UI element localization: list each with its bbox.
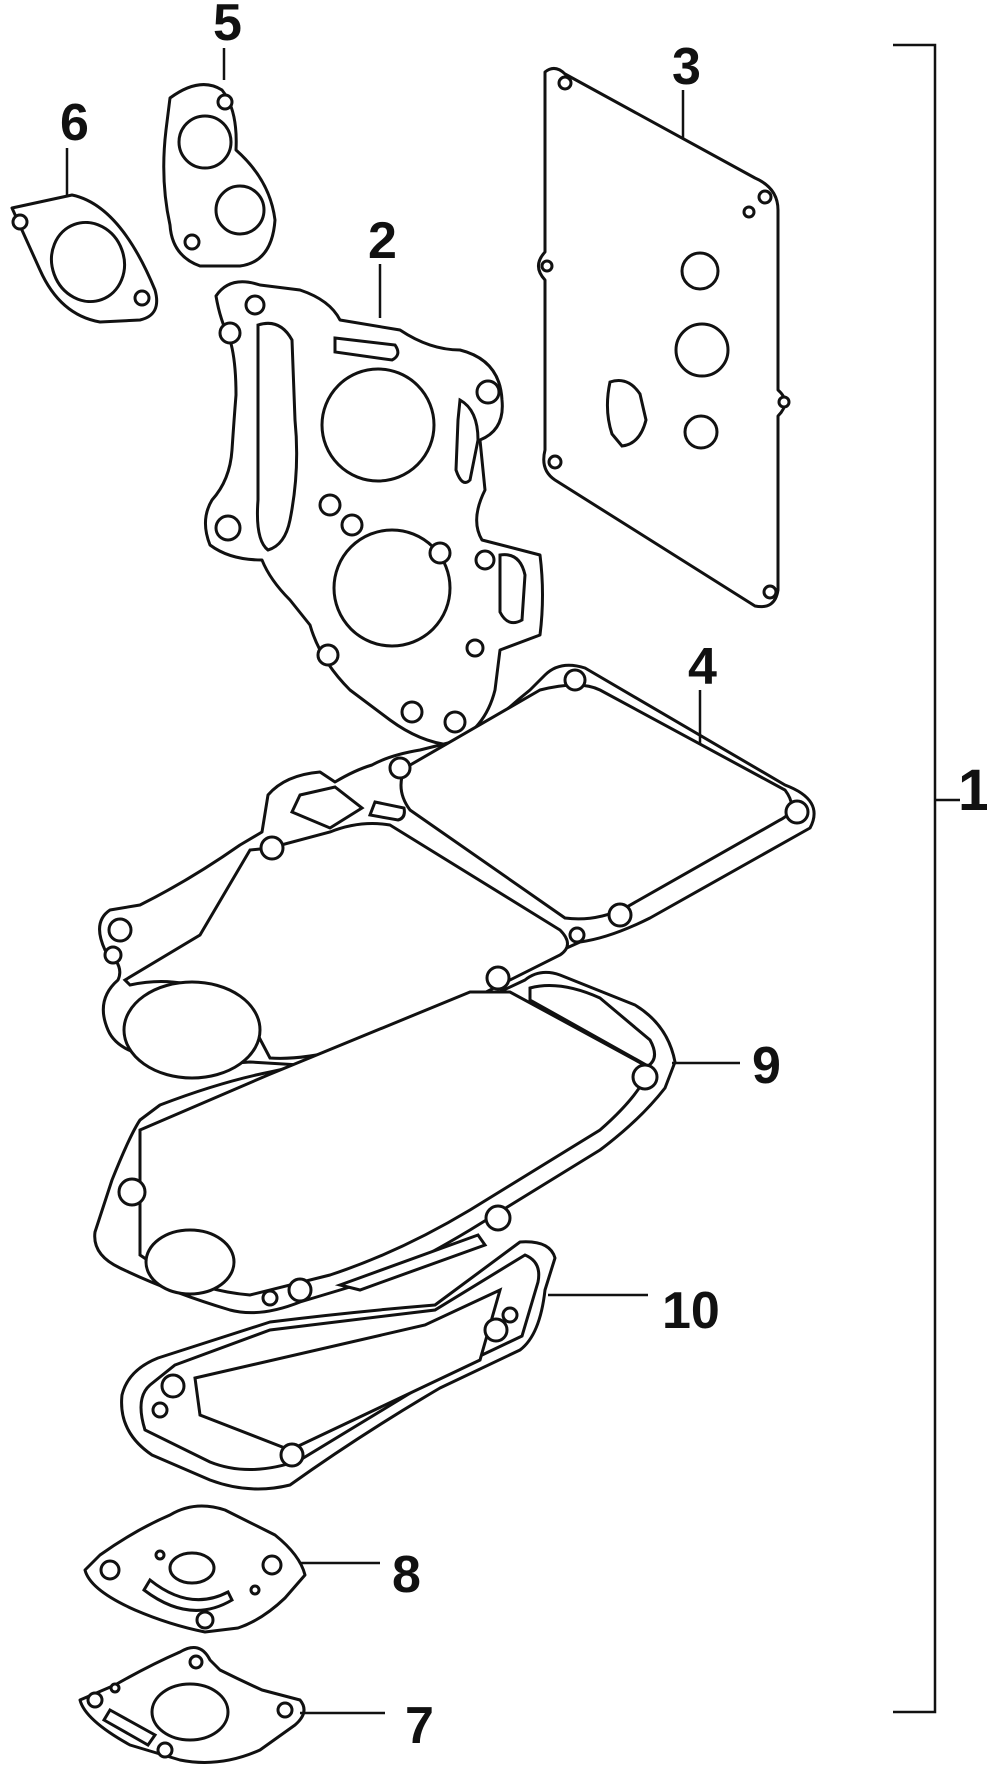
- callout-7: 7: [405, 1697, 434, 1755]
- callout-4: 4: [688, 638, 717, 696]
- callout-3: 3: [672, 38, 701, 96]
- gasket-part-5[interactable]: [162, 83, 277, 268]
- callout-8: 8: [392, 1546, 421, 1604]
- gasket-part-10[interactable]: [120, 1240, 557, 1491]
- callout-6: 6: [60, 94, 89, 152]
- kit-bracket: [893, 43, 937, 1714]
- callout-9: 9: [752, 1037, 781, 1095]
- callout-1: 1: [958, 758, 987, 823]
- callout-2: 2: [368, 212, 397, 270]
- gasket-part-8[interactable]: [83, 1504, 307, 1634]
- gasket-part-9[interactable]: [93, 970, 677, 1315]
- gasket-part-6[interactable]: [10, 193, 159, 324]
- callout-10: 10: [662, 1282, 720, 1340]
- gasket-part-7[interactable]: [78, 1646, 306, 1764]
- gasket-part-3[interactable]: [537, 67, 791, 609]
- callout-5: 5: [213, 0, 242, 52]
- gasket-part-2[interactable]: [204, 280, 544, 747]
